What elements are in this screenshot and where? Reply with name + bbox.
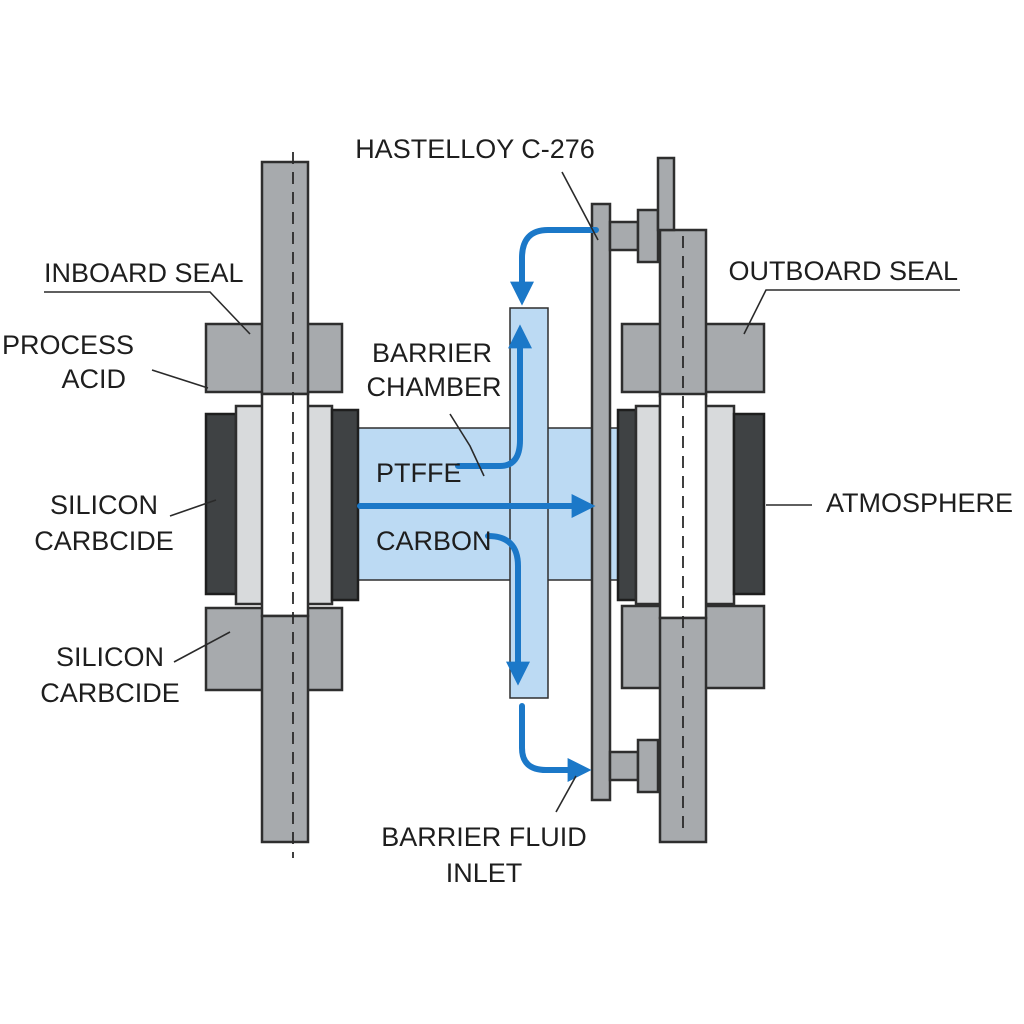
outboard-shaft-top — [656, 156, 676, 232]
outboard-seal-label: OUTBOARD SEAL — [728, 256, 958, 286]
inboard-shaft-sleeve-lower — [260, 614, 310, 844]
outboard-outer-face-right — [732, 412, 766, 596]
diagram-labels: HASTELLOY C-276 INBOARD SEAL OUTBOARD SE… — [2, 134, 1013, 888]
silicon-carbide-upper-leader — [169, 499, 217, 517]
inboard-seal-assembly — [204, 152, 360, 858]
silicon-carbide-lower-label-line2: CARBCIDE — [40, 678, 180, 708]
barrier-fluid-inlet-leader — [555, 775, 577, 813]
barrier-fluid-inlet-label-line1: BARRIER FLUID — [381, 822, 587, 852]
atmosphere-label: ATMOSPHERE — [826, 488, 1013, 518]
inboard-shaft-sleeve-gap — [260, 392, 310, 618]
flow-arrow-upward — [455, 324, 532, 469]
leader-lines — [44, 171, 960, 813]
outboard-shaft-sleeve-upper — [658, 228, 708, 398]
outboard-plate — [590, 202, 612, 802]
barrier-chamber-label-line2: CHAMBER — [366, 372, 501, 402]
inboard-face-ring-right — [304, 404, 334, 606]
silicon-carbide-lower-label-line1: SILICON — [56, 642, 164, 672]
process-acid-label-line2: ACID — [61, 364, 126, 394]
inboard-outer-face-right — [330, 408, 360, 602]
barrier-fluid-inlet-label-line2: INLET — [446, 858, 523, 888]
silicon-carbide-lower-leader — [173, 631, 231, 663]
process-acid-label-line1: PROCESS — [2, 330, 134, 360]
hastelloy-label: HASTELLOY C-276 — [355, 134, 595, 164]
flow-arrow-top-return — [510, 227, 599, 306]
outboard-bolt-upper — [608, 220, 640, 252]
inboard-seal-leader — [44, 291, 251, 335]
inboard-face-ring-left — [234, 404, 266, 606]
flow-arrow-inlet — [519, 703, 592, 782]
flow-arrow-downward — [485, 533, 530, 686]
carbon-label: CARBON — [376, 526, 492, 556]
outboard-face-ring-left — [634, 404, 662, 606]
outboard-seal-leader — [743, 289, 960, 335]
outboard-bolt-lower — [608, 750, 640, 782]
process-acid-leader — [151, 369, 209, 389]
silicon-carbide-upper-label-line2: CARBCIDE — [34, 526, 174, 556]
outboard-face-ring-right — [704, 404, 736, 606]
inboard-seal-label: INBOARD SEAL — [44, 258, 244, 288]
inboard-shaft-sleeve-upper — [260, 160, 310, 396]
outboard-bolt-head-lower — [636, 738, 660, 794]
barrier-fluid-flow-arrows — [357, 227, 599, 782]
ptffe-label: PTFFE — [376, 458, 462, 488]
outboard-seal-assembly — [590, 156, 766, 844]
inboard-outer-face-left — [204, 412, 238, 596]
outboard-outer-face-left — [616, 408, 638, 602]
barrier-chamber-label-line1: BARRIER — [372, 338, 492, 368]
outboard-bolt-head-upper — [636, 208, 660, 264]
silicon-carbide-upper-label-line1: SILICON — [50, 490, 158, 520]
barrier-chamber-leader — [449, 413, 485, 477]
outboard-shaft-sleeve-lower — [658, 616, 708, 844]
hastelloy-leader — [561, 171, 599, 241]
